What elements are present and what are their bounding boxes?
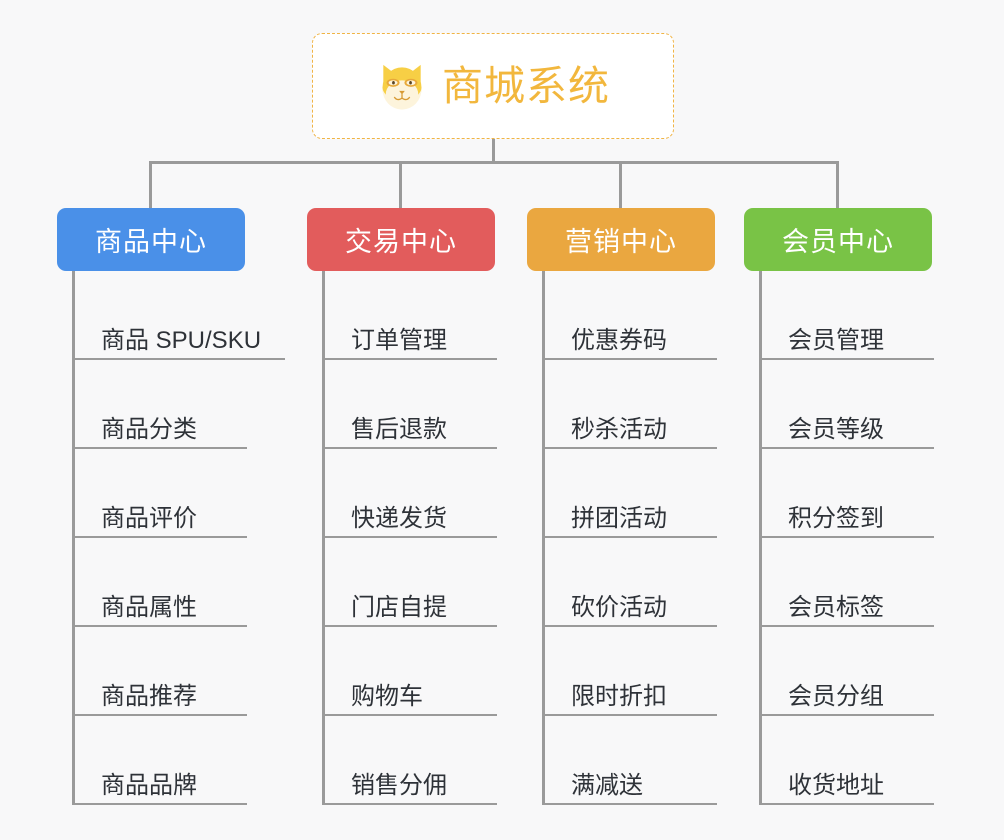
leaf-label: 商品分类 [101,415,197,443]
category-box-3[interactable]: 营销中心 [527,208,715,271]
connector-horizontal-bus [149,161,839,164]
leaf-label: 会员等级 [788,415,884,443]
list-item[interactable]: 秒杀活动 [545,360,717,449]
leaf-label: 优惠券码 [571,326,667,354]
leaf-label: 商品品牌 [101,771,197,799]
list-item[interactable]: 购物车 [325,627,497,716]
connector-drop-2 [399,161,402,209]
list-item[interactable]: 砍价活动 [545,538,717,627]
leaf-label: 拼团活动 [571,504,667,532]
leaf-label: 商品属性 [101,593,197,621]
list-item[interactable]: 售后退款 [325,360,497,449]
list-item[interactable]: 优惠券码 [545,271,717,360]
leaf-label: 商品评价 [101,504,197,532]
list-item[interactable]: 会员标签 [762,538,934,627]
root-node[interactable]: 商城系统 [312,33,674,139]
list-item[interactable]: 商品分类 [75,360,247,449]
list-item[interactable]: 满减送 [545,716,717,805]
list-item[interactable]: 商品属性 [75,538,247,627]
leaf-list-3: 优惠券码 秒杀活动 拼团活动 砍价活动 限时折扣 满减送 [542,271,717,805]
leaf-label: 商品推荐 [101,682,197,710]
list-item[interactable]: 积分签到 [762,449,934,538]
list-item[interactable]: 限时折扣 [545,627,717,716]
list-item[interactable]: 门店自提 [325,538,497,627]
leaf-label: 快递发货 [351,504,447,532]
shiba-dog-face-icon [376,60,428,112]
leaf-label: 积分签到 [788,504,884,532]
branch-交易中心: 交易中心 订单管理 售后退款 快递发货 门店自提 购物车 销售分佣 [307,208,497,805]
leaf-label: 售后退款 [351,415,447,443]
category-box-1[interactable]: 商品中心 [57,208,245,271]
leaf-list-4: 会员管理 会员等级 积分签到 会员标签 会员分组 收货地址 [759,271,934,805]
leaf-label: 会员标签 [788,593,884,621]
branch-商品中心: 商品中心 商品 SPU/SKU 商品分类 商品评价 商品属性 商品推荐 商品品牌 [57,208,285,805]
leaf-label: 购物车 [351,682,423,710]
leaf-label: 会员管理 [788,326,884,354]
category-label-2: 交易中心 [345,227,457,257]
list-item[interactable]: 商品评价 [75,449,247,538]
leaf-label: 收货地址 [788,771,884,799]
category-label-1: 商品中心 [95,227,207,257]
leaf-label: 满减送 [571,771,643,799]
connector-root-stem [492,139,495,163]
leaf-label: 会员分组 [788,682,884,710]
category-box-2[interactable]: 交易中心 [307,208,495,271]
list-item[interactable]: 商品品牌 [75,716,247,805]
list-item[interactable]: 商品 SPU/SKU [75,271,285,360]
list-item[interactable]: 快递发货 [325,449,497,538]
category-label-4: 会员中心 [782,227,894,257]
list-item[interactable]: 会员等级 [762,360,934,449]
leaf-label: 砍价活动 [571,593,667,621]
root-title: 商城系统 [442,62,610,109]
connector-drop-3 [619,161,622,209]
leaf-label: 订单管理 [351,326,447,354]
category-box-4[interactable]: 会员中心 [744,208,932,271]
list-item[interactable]: 商品推荐 [75,627,247,716]
list-item[interactable]: 会员分组 [762,627,934,716]
leaf-label: 销售分佣 [351,771,447,799]
list-item[interactable]: 会员管理 [762,271,934,360]
branch-营销中心: 营销中心 优惠券码 秒杀活动 拼团活动 砍价活动 限时折扣 满减送 [527,208,717,805]
connector-drop-4 [836,161,839,209]
leaf-label: 限时折扣 [571,682,667,710]
leaf-label: 秒杀活动 [571,415,667,443]
leaf-label: 门店自提 [351,593,447,621]
list-item[interactable]: 销售分佣 [325,716,497,805]
list-item[interactable]: 收货地址 [762,716,934,805]
list-item[interactable]: 拼团活动 [545,449,717,538]
list-item[interactable]: 订单管理 [325,271,497,360]
branch-会员中心: 会员中心 会员管理 会员等级 积分签到 会员标签 会员分组 收货地址 [744,208,934,805]
leaf-label: 商品 SPU/SKU [101,326,262,354]
leaf-list-1: 商品 SPU/SKU 商品分类 商品评价 商品属性 商品推荐 商品品牌 [72,271,285,805]
leaf-list-2: 订单管理 售后退款 快递发货 门店自提 购物车 销售分佣 [322,271,497,805]
connector-drop-1 [149,161,152,209]
category-label-3: 营销中心 [565,227,677,257]
